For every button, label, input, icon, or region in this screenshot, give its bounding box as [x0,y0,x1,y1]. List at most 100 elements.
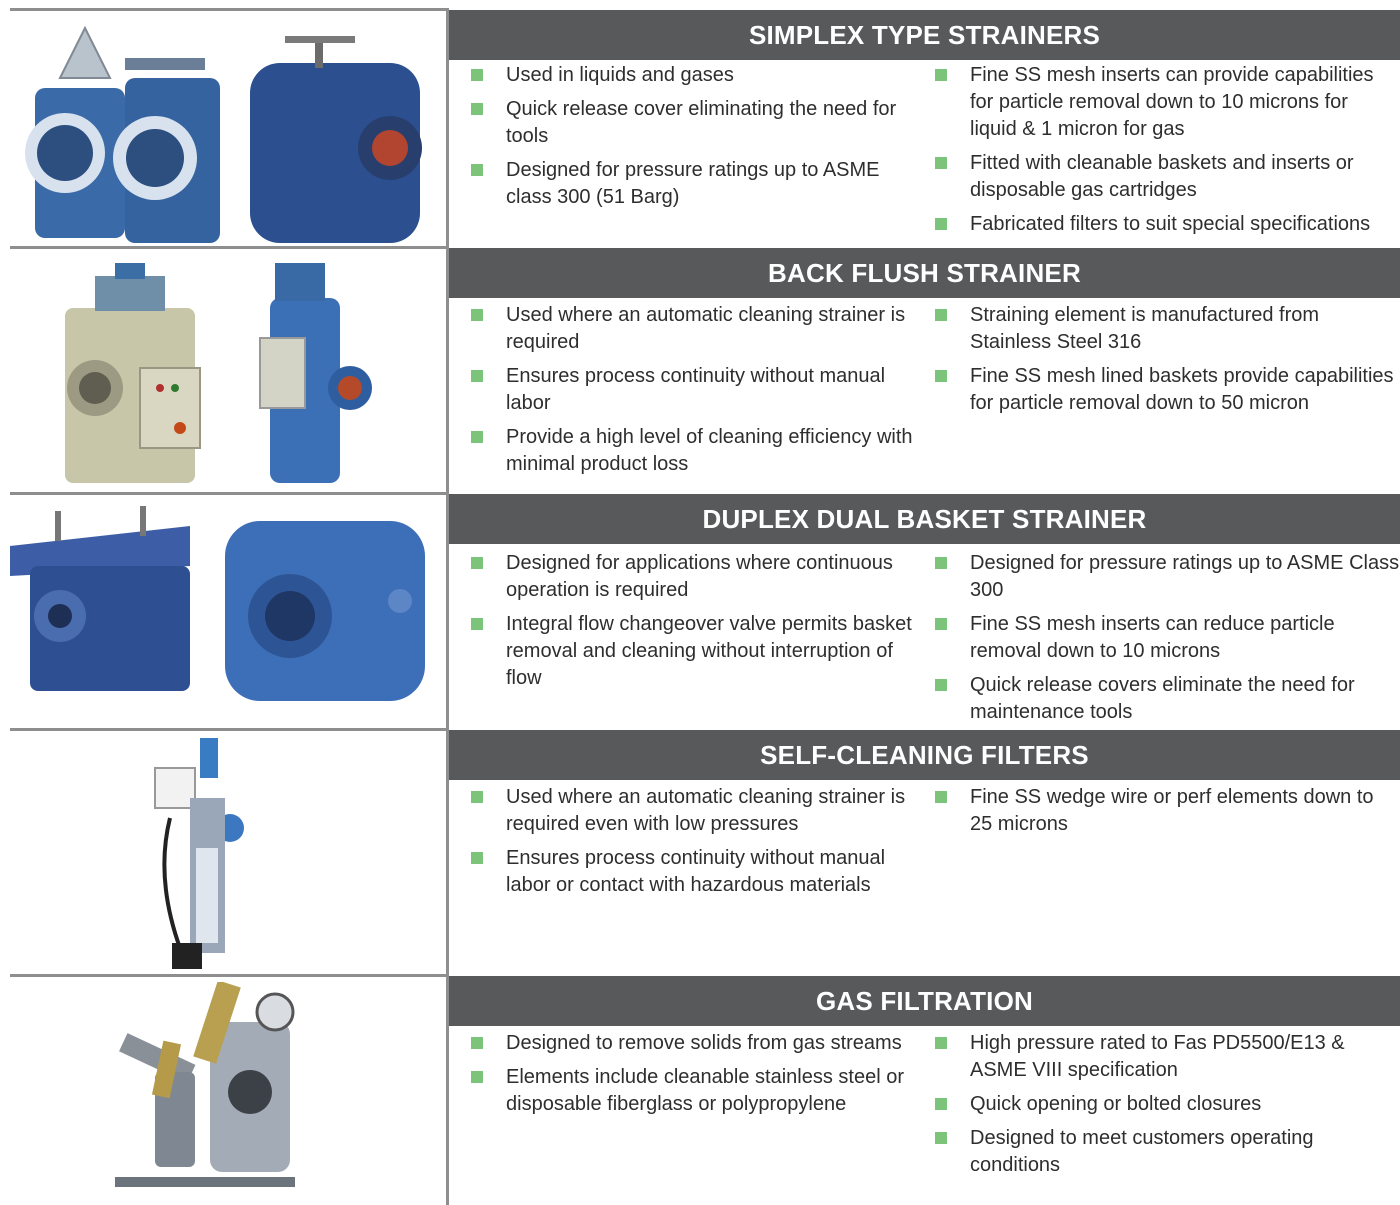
feature-list-left: Designed to remove solids from gas strea… [471,1030,921,1125]
square-bullet-icon [935,679,947,691]
item-text: Elements include cleanable stainless ste… [506,1066,904,1115]
item-text: High pressure rated to Fas PD5500/E13 & … [970,1032,1345,1081]
list-item: Ensures process continuity without manua… [471,845,921,899]
list-item: Quick opening or bolted closures [935,1091,1400,1118]
item-text: Designed to remove solids from gas strea… [506,1032,902,1054]
item-text: Used where an automatic cleaning straine… [506,304,906,353]
feature-list-right: High pressure rated to Fas PD5500/E13 & … [935,1030,1400,1186]
square-bullet-icon [935,157,947,169]
list-item: Designed to remove solids from gas strea… [471,1030,921,1057]
section-duplex: DUPLEX DUAL BASKET STRAINER Designed for… [0,492,1400,730]
section-gas-filtration: GAS FILTRATION Designed to remove solids… [0,974,1400,1205]
list-item: Used where an automatic cleaning straine… [471,302,921,356]
square-bullet-icon [471,1037,483,1049]
feature-list-right: Fine SS wedge wire or perf elements down… [935,784,1400,845]
section-title: GAS FILTRATION [449,976,1400,1026]
list-item: High pressure rated to Fas PD5500/E13 & … [935,1030,1400,1084]
item-text: Quick opening or bolted closures [970,1093,1262,1115]
section-title: SELF-CLEANING FILTERS [449,730,1400,780]
feature-list-right: Designed for pressure ratings up to ASME… [935,550,1400,733]
list-item: Designed for pressure ratings up to ASME… [471,157,921,211]
list-item: Designed for pressure ratings up to ASME… [935,550,1400,604]
divider-line [446,728,449,976]
square-bullet-icon [935,618,947,630]
section-back-flush: BACK FLUSH STRAINER Used where an automa… [0,246,1400,494]
feature-list-left: Designed for applications where continuo… [471,550,921,699]
feature-list-left: Used where an automatic cleaning straine… [471,784,921,906]
duplex-strainer-image [10,506,425,701]
square-bullet-icon [471,1071,483,1083]
divider-line [446,492,449,730]
square-bullet-icon [935,791,947,803]
item-text: Fine SS mesh inserts can provide capabil… [970,64,1374,140]
item-text: Designed for applications where continuo… [506,552,893,601]
list-item: Provide a high level of cleaning efficie… [471,424,921,478]
list-item: Designed for applications where continuo… [471,550,921,604]
square-bullet-icon [471,852,483,864]
square-bullet-icon [471,791,483,803]
item-text: Fine SS mesh inserts can reduce particle… [970,613,1335,662]
feature-list-left: Used in liquids and gases Quick release … [471,62,921,218]
section-title: SIMPLEX TYPE STRAINERS [449,10,1400,60]
section-title: BACK FLUSH STRAINER [449,248,1400,298]
list-item: Straining element is manufactured from S… [935,302,1400,356]
list-item: Designed to meet customers operating con… [935,1125,1400,1179]
item-text: Ensures process continuity without manua… [506,365,886,414]
feature-list-right: Fine SS mesh inserts can provide capabil… [935,62,1400,245]
square-bullet-icon [935,1132,947,1144]
square-bullet-icon [935,69,947,81]
back-flush-strainer-image [65,263,372,483]
square-bullet-icon [935,218,947,230]
divider-line [446,974,449,1205]
item-text: Used where an automatic cleaning straine… [506,786,906,835]
divider-line [10,8,447,11]
self-cleaning-filter-image [154,738,244,969]
list-item: Quick release covers eliminate the need … [935,672,1400,726]
item-text: Ensures process continuity without manua… [506,847,886,896]
item-text: Fine SS mesh lined baskets provide capab… [970,365,1394,414]
square-bullet-icon [471,557,483,569]
simplex-strainer-image [25,25,422,243]
square-bullet-icon [471,103,483,115]
divider-line [10,728,447,731]
list-item: Integral flow changeover valve permits b… [471,611,921,692]
list-item: Quick release cover eliminating the need… [471,96,921,150]
divider-line [10,492,447,495]
list-item: Used where an automatic cleaning straine… [471,784,921,838]
list-item: Fitted with cleanable baskets and insert… [935,150,1400,204]
feature-list-right: Straining element is manufactured from S… [935,302,1400,424]
section-simplex: SIMPLEX TYPE STRAINERS Used in liquids a… [0,8,1400,248]
item-text: Fabricated filters to suit special speci… [970,213,1371,235]
square-bullet-icon [471,370,483,382]
square-bullet-icon [935,1098,947,1110]
item-text: Integral flow changeover valve permits b… [506,613,912,689]
list-item: Elements include cleanable stainless ste… [471,1064,921,1118]
square-bullet-icon [471,618,483,630]
divider-line [446,8,449,248]
square-bullet-icon [471,69,483,81]
divider-line [10,974,447,977]
list-item: Fine SS mesh lined baskets provide capab… [935,363,1400,417]
list-item: Fabricated filters to suit special speci… [935,211,1400,238]
square-bullet-icon [471,431,483,443]
item-text: Designed for pressure ratings up to ASME… [506,159,880,208]
list-item: Fine SS mesh inserts can reduce particle… [935,611,1400,665]
feature-list-left: Used where an automatic cleaning straine… [471,302,921,485]
list-item: Fine SS wedge wire or perf elements down… [935,784,1400,838]
item-text: Used in liquids and gases [506,64,734,86]
list-item: Fine SS mesh inserts can provide capabil… [935,62,1400,143]
gas-filter-image [115,982,295,1187]
square-bullet-icon [471,164,483,176]
square-bullet-icon [935,1037,947,1049]
item-text: Straining element is manufactured from S… [970,304,1320,353]
item-text: Designed for pressure ratings up to ASME… [970,552,1400,601]
square-bullet-icon [935,309,947,321]
square-bullet-icon [935,370,947,382]
list-item: Ensures process continuity without manua… [471,363,921,417]
divider-line [10,246,447,249]
section-title: DUPLEX DUAL BASKET STRAINER [449,494,1400,544]
item-text: Quick release cover eliminating the need… [506,98,897,147]
square-bullet-icon [935,557,947,569]
item-text: Fine SS wedge wire or perf elements down… [970,786,1374,835]
item-text: Fitted with cleanable baskets and insert… [970,152,1354,201]
